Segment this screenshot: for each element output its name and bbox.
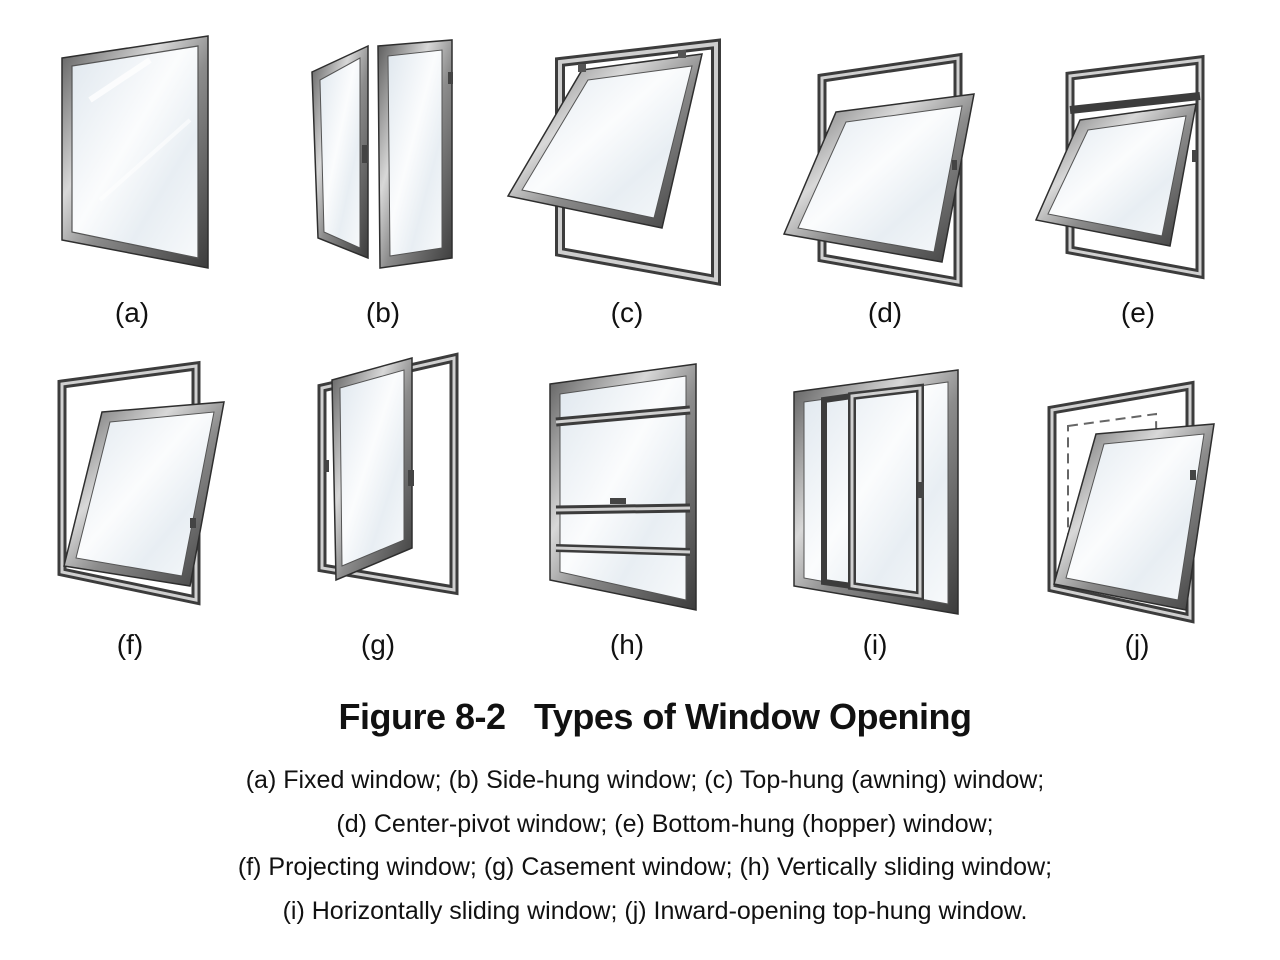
panel-label-c: (c) [611, 297, 644, 328]
side-hung-window-illustration [311, 39, 453, 269]
panel-label-b: (b) [366, 297, 400, 328]
projecting-window-illustration [57, 360, 225, 606]
panel-label-g: (g) [361, 629, 395, 660]
horizontally-sliding-window-illustration [793, 369, 959, 615]
panel-label-h: (h) [610, 629, 644, 660]
bottom-hung-window-illustration [1034, 54, 1205, 280]
panel-label-d: (d) [868, 297, 902, 328]
casement-window-illustration [317, 352, 459, 596]
panel-label-j: (j) [1125, 629, 1150, 660]
panel-label-e: (e) [1121, 297, 1155, 328]
center-pivot-window-illustration [782, 52, 975, 288]
caption-line-3: (f) Projecting window; (g) Casement wind… [237, 853, 1053, 881]
figure-title: Figure 8-2 Types of Window Opening [338, 696, 972, 737]
top-hung-window-illustration [506, 38, 721, 286]
caption-line-2: (d) Center-pivot window; (e) Bottom-hung… [336, 810, 994, 838]
caption-line-4: (i) Horizontally sliding window; (j) Inw… [282, 897, 1028, 925]
window-types-figure: (a) (b) (c) (d) (e) (f) (g) (h) (i) (j) [57, 35, 1215, 660]
fixed-window-illustration [61, 35, 209, 269]
vertically-sliding-window-illustration [549, 363, 697, 611]
panel-label-f: (f) [117, 629, 143, 660]
panel-label-i: (i) [863, 629, 888, 660]
caption-line-1: (a) Fixed window; (b) Side-hung window; … [245, 766, 1045, 794]
inward-top-hung-window-illustration [1047, 380, 1215, 624]
panel-label-a: (a) [115, 297, 149, 328]
